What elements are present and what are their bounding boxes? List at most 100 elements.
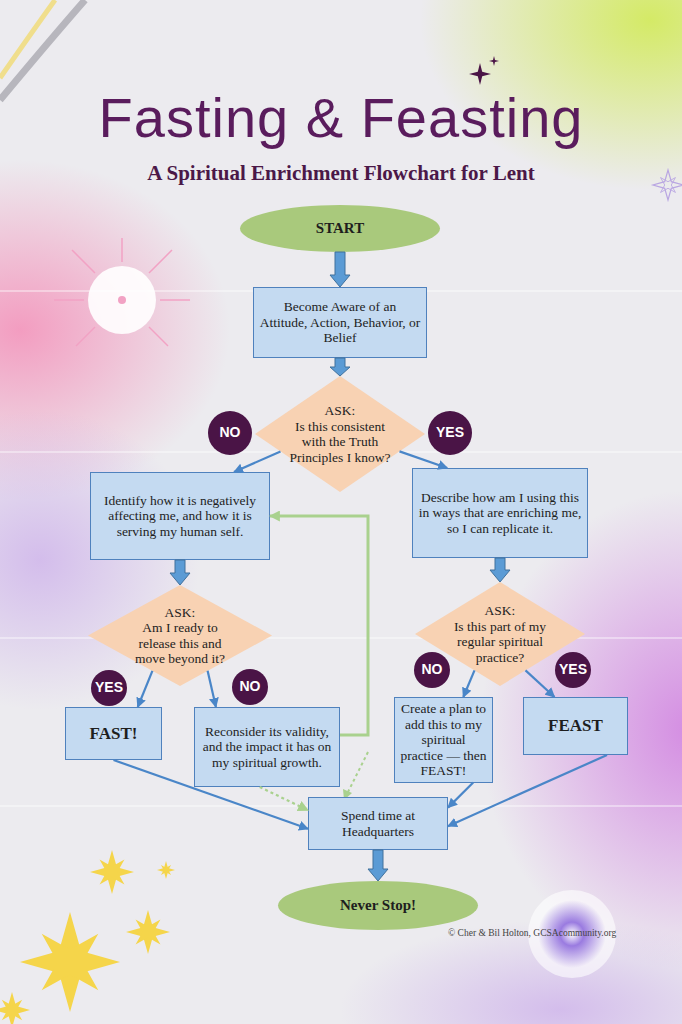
process-box: Spend time at Headquarters: [308, 797, 448, 850]
sparkle: [653, 170, 682, 200]
process-box: Become Aware of an Attitude, Action, Beh…: [253, 287, 427, 358]
firework-ray: [149, 250, 172, 273]
star: [87, 847, 137, 897]
answer-circle: NO: [414, 652, 450, 688]
corner-arc: [0, 0, 55, 78]
text-wrap: FAST!: [66, 721, 161, 747]
circle-shape: [414, 652, 450, 688]
star: [13, 905, 126, 1018]
answer-circle: YES: [428, 411, 472, 455]
firework: [54, 238, 190, 346]
node-text: YES: [91, 680, 127, 696]
node-text: Describe how am I using this in ways tha…: [418, 490, 582, 537]
terminal-oval: START: [240, 205, 440, 252]
circle-shape: [91, 670, 127, 706]
diamond-shape: [255, 376, 425, 492]
firework-ray: [121, 238, 123, 262]
sparkle: [489, 56, 499, 66]
node-text: Identify how it is negatively affecting …: [96, 493, 264, 540]
text-wrap: Describe how am I using this in ways tha…: [413, 487, 587, 540]
text-wrap: START: [240, 221, 440, 237]
flow-arrow: [448, 783, 473, 808]
process-box: FAST!: [65, 707, 162, 760]
terminal-oval: Never Stop!: [278, 881, 478, 930]
node-text: START: [240, 221, 440, 237]
node-text: YES: [428, 425, 472, 441]
flow-arrow: [138, 671, 153, 707]
text-wrap: Become Aware of an Attitude, Action, Beh…: [254, 296, 426, 349]
text-wrap: NO: [232, 679, 268, 695]
node-text: YES: [555, 662, 591, 678]
sparkle: [653, 170, 682, 200]
star: [156, 860, 176, 880]
answer-circle: NO: [232, 669, 268, 705]
dotted-leader: [348, 752, 368, 792]
decision-diamond: ASK:Is this consistent with the Truth Pr…: [255, 376, 425, 492]
node-text: Never Stop!: [278, 898, 478, 914]
circle-shape: [232, 669, 268, 705]
flow-arrow: [270, 516, 368, 735]
flow-arrow: [490, 558, 510, 582]
text-wrap: YES: [555, 662, 591, 678]
flow-arrow: [234, 451, 281, 472]
flow-arrow: [208, 671, 216, 707]
firework-core: [88, 266, 156, 334]
text-wrap: Spend time at Headquarters: [309, 805, 447, 842]
firework-dot: [118, 296, 126, 304]
circle-shape: [555, 652, 591, 688]
color-glow: [340, 920, 682, 1024]
text-wrap: Identify how it is negatively affecting …: [91, 490, 269, 543]
text-wrap: Never Stop!: [278, 898, 478, 914]
node-text: Is this part of my regular spiritual pra…: [439, 619, 561, 666]
process-box: Identify how it is negatively affecting …: [90, 472, 270, 560]
node-text: NO: [208, 425, 252, 441]
star: [123, 907, 173, 957]
answer-circle: NO: [208, 411, 252, 455]
circle-shape: [208, 411, 252, 455]
flow-arrow: [260, 787, 308, 810]
text-wrap: NO: [414, 662, 450, 678]
text-wrap: Create a plan to add this to my spiritua…: [395, 698, 492, 782]
firework-ray: [149, 327, 168, 346]
answer-circle: YES: [91, 670, 127, 706]
copyright: © Cher & Bil Holton, GCSAcommunity.org: [448, 927, 658, 939]
flow-arrow: [330, 252, 350, 287]
node-text: NO: [232, 679, 268, 695]
node-text: ASK:: [124, 605, 236, 621]
answer-circle: YES: [555, 652, 591, 688]
title: Fasting & Feasting: [0, 86, 682, 150]
text-wrap: NO: [208, 425, 252, 441]
text-wrap: YES: [428, 425, 472, 441]
firework-ray: [76, 327, 95, 346]
node-text: Am I ready to release this and move beyo…: [124, 620, 236, 667]
node-text: FAST!: [71, 724, 156, 744]
firework-ray: [72, 250, 95, 273]
corner-arc: [0, 0, 85, 100]
flow-arrow: [400, 451, 448, 468]
node-text: ASK:: [282, 403, 398, 419]
flow-arrow: [368, 850, 388, 881]
node-text: Is this consistent with the Truth Princi…: [282, 419, 398, 466]
text-wrap: ASK:Is this consistent with the Truth Pr…: [255, 403, 425, 465]
node-text: FEAST: [529, 716, 622, 736]
flow-arrow: [330, 358, 350, 376]
flow-arrow: [170, 560, 190, 585]
star: [0, 990, 32, 1024]
node-text: NO: [414, 662, 450, 678]
process-box: Reconsider its validity, and the impact …: [194, 707, 340, 787]
sparkle: [469, 63, 491, 85]
process-box: Create a plan to add this to my spiritua…: [394, 697, 493, 783]
text-wrap: Reconsider its validity, and the impact …: [195, 721, 339, 774]
circle-shape: [428, 411, 472, 455]
text-wrap: YES: [91, 680, 127, 696]
firework-ray: [54, 299, 84, 301]
subtitle: A Spiritual Enrichment Flowchart for Len…: [0, 161, 682, 185]
text-wrap: ASK:Am I ready to release this and move …: [88, 605, 272, 667]
ellipse-shape: [240, 205, 440, 252]
firework-ray: [160, 299, 190, 301]
flow-arrow: [526, 670, 555, 697]
node-text: Create a plan to add this to my spiritua…: [400, 701, 487, 779]
flow-arrow: [463, 670, 474, 697]
ellipse-shape: [278, 881, 478, 930]
